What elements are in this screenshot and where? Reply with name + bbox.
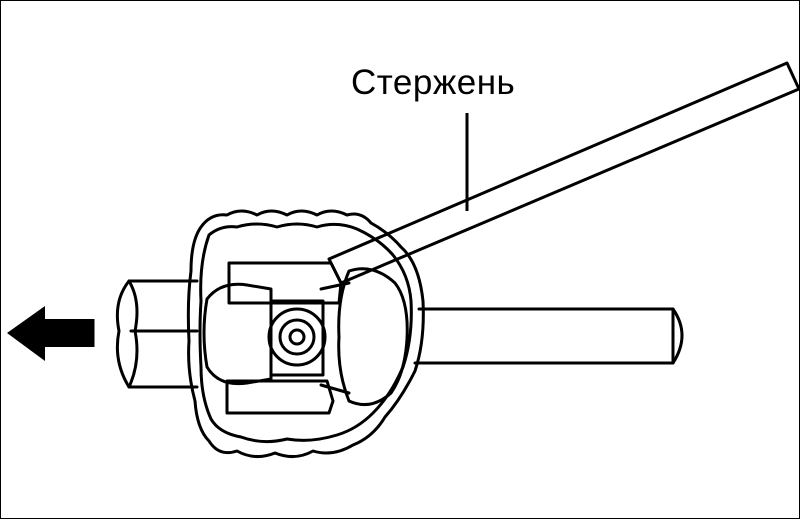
- stub-face: [127, 279, 139, 389]
- right-yoke-housing: [337, 267, 409, 407]
- outer-stub: [115, 279, 199, 389]
- boot-inner-outline: [198, 222, 413, 444]
- yoke-links: [319, 281, 351, 395]
- upper-yoke: [227, 261, 343, 305]
- boot-outline: [186, 209, 425, 458]
- joint-cage: [202, 282, 273, 386]
- rod-callout-label: Стержень: [351, 63, 516, 102]
- rod-tool: [327, 61, 800, 285]
- lower-yoke: [225, 379, 335, 415]
- drive-shaft: [413, 307, 684, 365]
- arrow-left-icon: [7, 306, 95, 361]
- center-bolt: [267, 307, 327, 367]
